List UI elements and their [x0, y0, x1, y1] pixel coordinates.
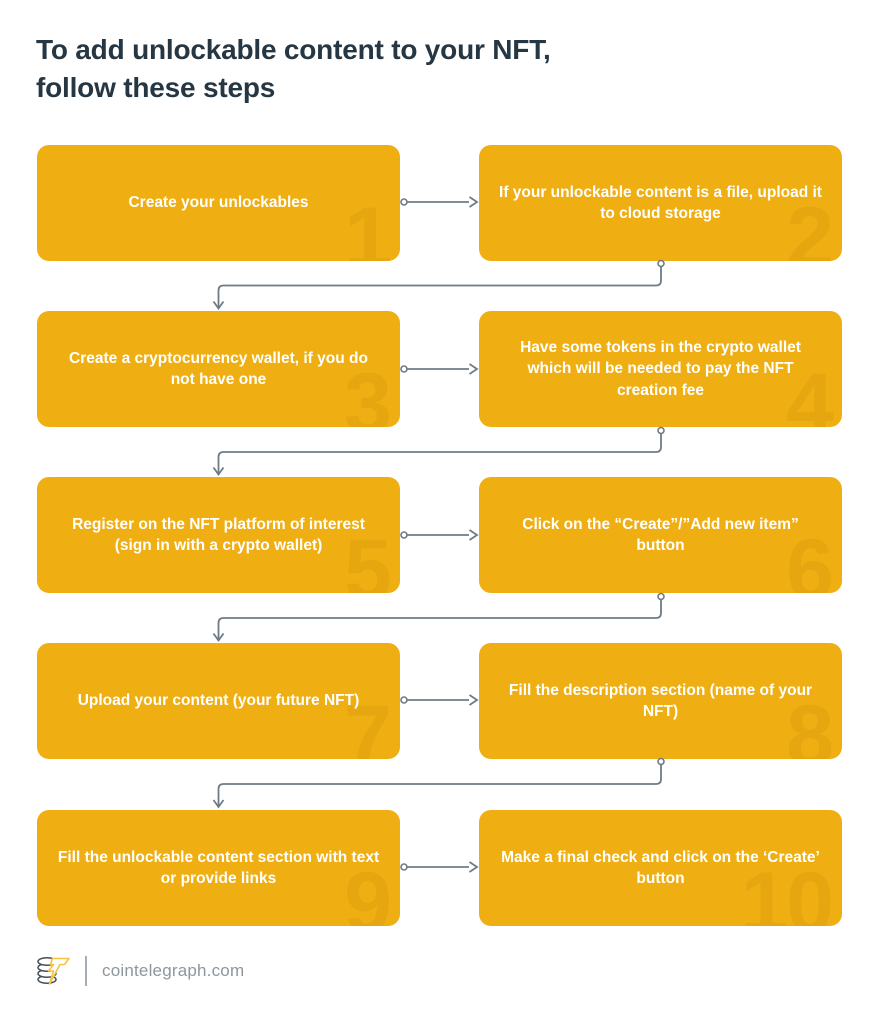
step-box-4: 4 Have some tokens in the crypto wallet … [479, 311, 842, 427]
step-text: Click on the “Create”/”Add new item” but… [522, 515, 799, 554]
footer-site-label: cointelegraph.com [102, 961, 245, 980]
arrow-step1-to-step2 [400, 196, 479, 208]
arrow-step5-to-step6 [400, 529, 479, 541]
step-text: Make a final check and click on the ‘Cre… [501, 848, 820, 887]
arrow-step3-to-step4 [400, 363, 479, 375]
step-box-9: 9 Fill the unlockable content section wi… [37, 810, 400, 926]
step-box-6: 6 Click on the “Create”/”Add new item” b… [479, 477, 842, 593]
page-title: To add unlockable content to your NFT, f… [36, 34, 551, 104]
step-number-watermark: 5 [344, 522, 392, 593]
step-number-watermark: 9 [344, 855, 392, 926]
step-number-watermark: 10 [740, 855, 834, 926]
cointelegraph-logo-icon [37, 956, 70, 985]
footer-brand: cointelegraph.com [36, 951, 244, 991]
step-text: Register on the NFT platform of interest… [72, 515, 365, 554]
step-number-watermark: 4 [786, 356, 834, 427]
arrow-step4-to-step5 [212, 426, 665, 477]
step-box-10: 10 Make a final check and click on the ‘… [479, 810, 842, 926]
step-text: Create a cryptocurrency wallet, if you d… [69, 349, 368, 388]
step-text: Upload your content (your future NFT) [77, 692, 360, 710]
step-text: If your unlockable content is a file, up… [499, 183, 822, 222]
footer-divider [85, 956, 87, 986]
step-text: Fill the unlockable content section with… [57, 848, 380, 887]
step-box-2: 2 If your unlockable content is a file, … [479, 145, 842, 261]
step-text: Fill the description section (name of yo… [508, 681, 813, 720]
step-number-watermark: 3 [344, 356, 392, 427]
arrow-step2-to-step3 [212, 259, 665, 311]
step-number-watermark: 2 [786, 190, 834, 261]
arrow-step6-to-step7 [212, 592, 665, 643]
step-number-watermark: 1 [344, 190, 392, 261]
step-box-3: 3 Create a cryptocurrency wallet, if you… [37, 311, 400, 427]
step-box-7: 7 Upload your content (your future NFT) [37, 643, 400, 759]
step-number-watermark: 7 [344, 688, 392, 759]
step-number-watermark: 6 [786, 522, 834, 593]
arrow-step9-to-step10 [400, 861, 479, 873]
arrow-step8-to-step9 [212, 757, 665, 809]
arrow-step7-to-step8 [400, 694, 479, 706]
step-box-8: 8 Fill the description section (name of … [479, 643, 842, 759]
step-box-1: 1 Create your unlockables [37, 145, 400, 261]
step-box-5: 5 Register on the NFT platform of intere… [37, 477, 400, 593]
step-number-watermark: 8 [786, 688, 834, 759]
step-text: Have some tokens in the crypto wallet wh… [520, 338, 801, 399]
step-text: Create your unlockables [128, 194, 309, 212]
